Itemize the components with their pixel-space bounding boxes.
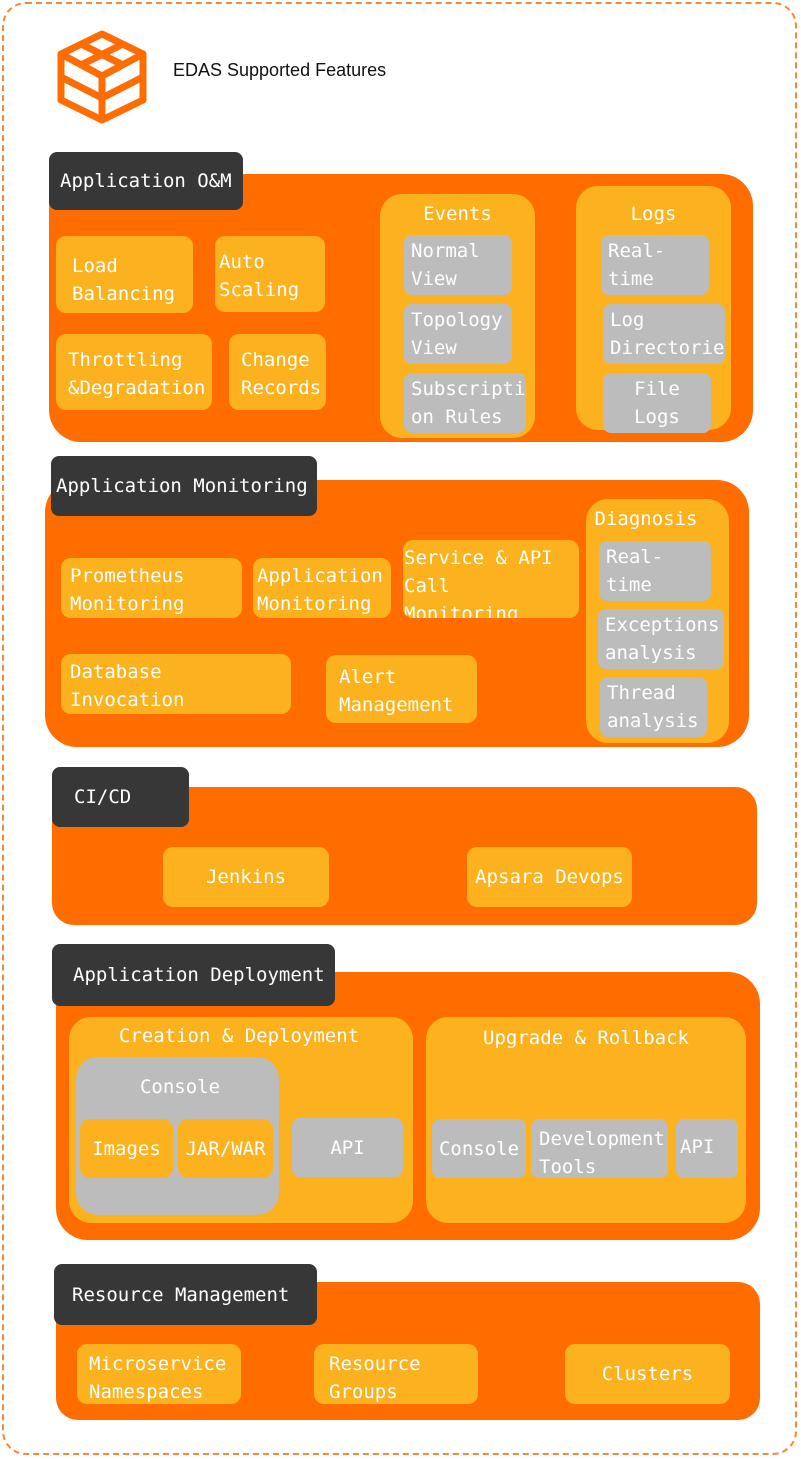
event-item-subscription-rules: Subscripti on Rules — [404, 373, 526, 433]
feature-jenkins: Jenkins — [163, 847, 329, 907]
log-item-file-logs: File Logs — [603, 373, 711, 433]
box-icon — [57, 30, 147, 124]
diagnosis-item-real-time: Real-time Diagnosis — [599, 541, 711, 601]
panel-creation-deployment-title: Creation & Deployment — [118, 1025, 360, 1047]
panel-events-title: Events — [423, 203, 492, 225]
feature-development-tools: Development Tools — [531, 1119, 668, 1178]
log-item-real-time: Real-time Logs — [601, 235, 709, 295]
panel-diagnosis-title: Diagnosis — [594, 508, 698, 530]
feature-upgrade-api: API — [676, 1119, 738, 1178]
diagnosis-item-exceptions: Exceptions analysis — [598, 609, 724, 669]
feature-microservice-namespaces: Microservice Namespaces — [77, 1344, 241, 1404]
feature-auto-scaling: Auto Scaling — [215, 236, 325, 312]
feature-clusters: Clusters — [565, 1344, 730, 1404]
tab-application-om: Application O&M — [49, 152, 243, 210]
panel-upgrade-rollback-title: Upgrade & Rollback — [483, 1027, 689, 1049]
feature-apsara-devops: Apsara Devops — [467, 847, 632, 907]
diagram-title: EDAS Supported Features — [173, 60, 387, 80]
diagnosis-item-thread: Thread analysis — [600, 677, 707, 737]
tab-resource-management: Resource Management — [54, 1264, 317, 1325]
feature-jar-war: JAR/WAR — [178, 1119, 273, 1178]
log-item-log-directories: Log Directorie — [603, 304, 725, 364]
feature-images: Images — [80, 1119, 173, 1178]
feature-upgrade-console: Console — [432, 1119, 526, 1178]
tab-application-monitoring: Application Monitoring — [51, 456, 317, 516]
feature-creation-api: API — [292, 1118, 403, 1177]
feature-resource-groups: Resource Groups — [314, 1344, 478, 1404]
feature-prometheus-monitoring: Prometheus Monitoring — [61, 558, 242, 618]
group-console-title: Console — [139, 1076, 221, 1098]
feature-change-records: Change Records — [229, 334, 326, 410]
feature-application-monitoring: Application Monitoring — [253, 558, 391, 618]
feature-service-api-monitoring: Service & API Call Monitoring — [403, 540, 579, 618]
feature-database-invocation-monitoring: Database Invocation Monitoring — [61, 654, 291, 714]
tab-application-deployment: Application Deployment — [52, 944, 335, 1006]
event-item-topology-view: Topology View — [404, 304, 512, 364]
feature-alert-management: Alert Management — [326, 655, 477, 723]
panel-logs-title: Logs — [630, 203, 677, 225]
event-item-normal-view: Normal View — [404, 235, 512, 295]
feature-throttling: Throttling &Degradation — [56, 334, 212, 410]
feature-load-balancing: Load Balancing — [56, 236, 193, 313]
tab-cicd: CI/CD — [52, 767, 189, 827]
